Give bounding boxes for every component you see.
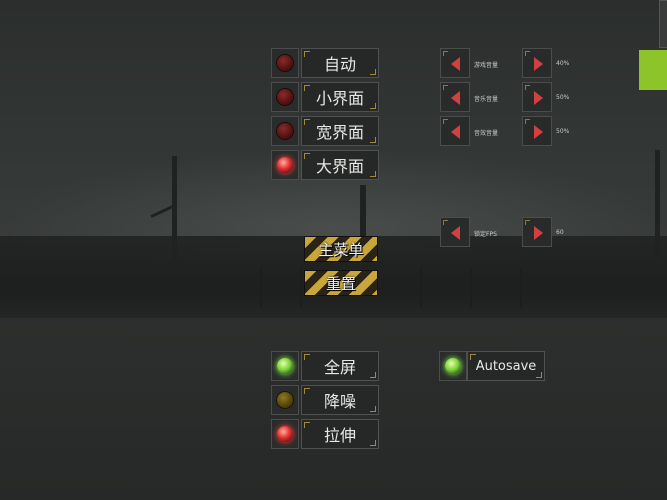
display-mode-lamp-box[interactable] [271,82,299,112]
slider-decrease-button[interactable] [440,217,470,247]
display-mode-option[interactable]: 大界面 [301,150,379,180]
display-mode-option[interactable]: 宽界面 [301,116,379,146]
slider-label: 锁定FPS [474,231,497,238]
display-mode-lamp-box[interactable] [271,150,299,180]
dead-tree [360,185,366,275]
lamp-icon [277,89,293,105]
lamp-icon [277,123,293,139]
toggle-option[interactable]: 全屏 [301,351,379,381]
slider-value: 40% [556,60,570,67]
arrow-left-icon [451,57,460,71]
autosave-lamp-box[interactable] [439,351,467,381]
arrow-left-icon [451,226,460,240]
display-mode-lamp-box[interactable] [271,116,299,146]
reed [420,268,422,308]
slider-decrease-button[interactable] [440,82,470,112]
reed [260,268,262,308]
arrow-left-icon [451,125,460,139]
toggle-option[interactable]: 拉伸 [301,419,379,449]
reset-button[interactable]: 重置 [304,270,378,296]
lamp-icon [277,426,293,442]
arrow-right-icon [534,57,543,71]
lamp-icon [277,358,293,374]
dead-tree [172,156,177,266]
toggle-lamp-box[interactable] [271,351,299,381]
arrow-right-icon [534,226,543,240]
slider-label: 音效音量 [474,130,499,137]
toggle-lamp-box[interactable] [271,419,299,449]
slider-value: 50% [556,94,570,101]
arrow-right-icon [534,91,543,105]
slider-decrease-button[interactable] [440,48,470,78]
slider-label: 音乐音量 [474,96,499,103]
lamp-icon [277,157,293,173]
slider-increase-button[interactable] [522,48,552,78]
arrow-left-icon [451,91,460,105]
dead-tree [655,150,660,270]
display-mode-option[interactable]: 自动 [301,48,379,78]
toggle-option[interactable]: 降噪 [301,385,379,415]
slider-value: 60 [556,229,564,236]
slider-increase-button[interactable] [522,116,552,146]
slider-value: 50% [556,128,570,135]
lamp-icon [277,55,293,71]
autosave-toggle[interactable]: Autosave [467,351,545,381]
reed [470,268,472,308]
green-tab[interactable] [639,50,667,90]
main-menu-button[interactable]: 主菜单 [304,236,378,262]
slider-label: 游戏音量 [474,62,499,69]
slider-decrease-button[interactable] [440,116,470,146]
display-mode-lamp-box[interactable] [271,48,299,78]
reed [300,268,302,308]
slider-increase-button[interactable] [522,217,552,247]
display-mode-option[interactable]: 小界面 [301,82,379,112]
reed [520,268,522,308]
corner-button[interactable] [659,0,667,48]
lamp-icon [445,358,461,374]
slider-increase-button[interactable] [522,82,552,112]
toggle-lamp-box[interactable] [271,385,299,415]
lamp-icon [277,392,293,408]
arrow-right-icon [534,125,543,139]
